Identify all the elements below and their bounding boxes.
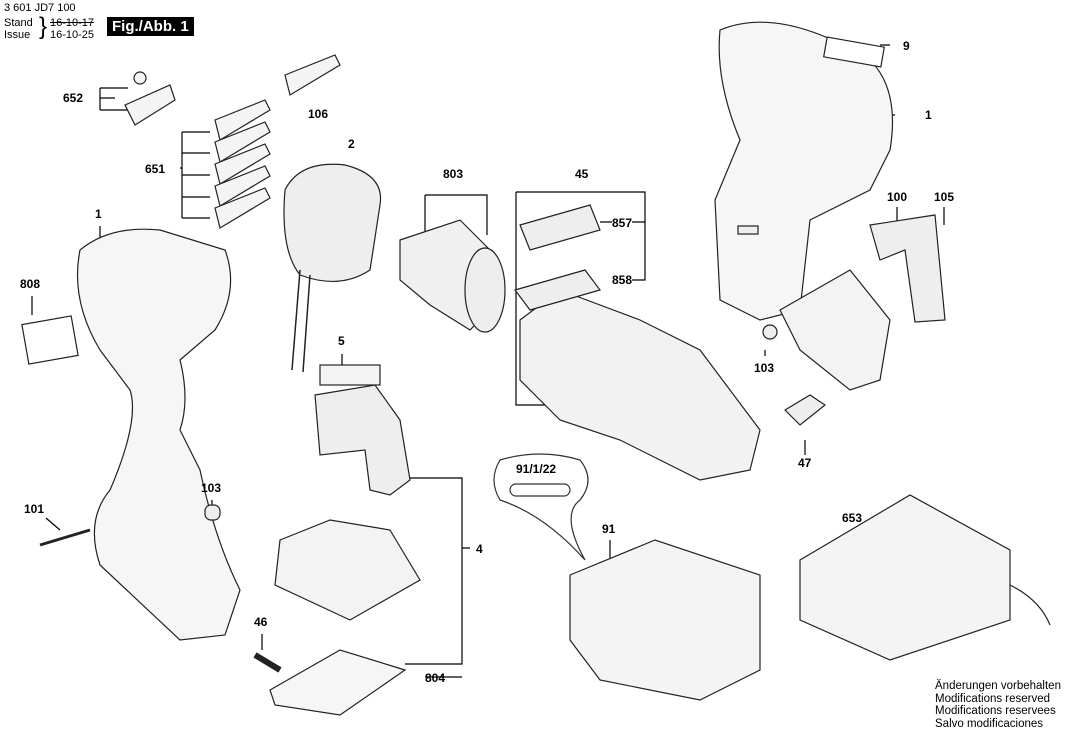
brace: }	[39, 13, 48, 40]
switch-assembly	[314, 384, 411, 496]
part-label-1-left: 1	[95, 207, 102, 221]
part-label-808: 808	[20, 277, 41, 291]
part-label-9: 9	[903, 39, 910, 53]
part-label-5: 5	[338, 334, 345, 348]
issue-label: Issue	[4, 29, 31, 41]
part-label-106: 106	[308, 107, 329, 121]
gearbox-chuck	[519, 289, 761, 481]
footer-line-es: Salvo modificaciones	[935, 717, 1044, 730]
leader-lines	[31, 44, 945, 678]
switch-slider	[319, 364, 381, 386]
part-label-105: 105	[934, 190, 955, 204]
part-label-653: 653	[842, 511, 863, 525]
battery-pack	[569, 539, 761, 701]
part-label-47: 47	[798, 456, 812, 470]
part-label-103-right: 103	[754, 361, 775, 375]
part-label-4: 4	[476, 542, 483, 556]
switch-base-plate	[269, 649, 407, 716]
doc-number: 3 601 JD7 100	[4, 2, 76, 14]
callout-bubble	[493, 453, 589, 561]
part-label-101: 101	[24, 502, 45, 516]
brush-caps	[124, 54, 341, 229]
charger	[799, 494, 1011, 661]
hook-clip	[869, 214, 946, 323]
footer-notice: Änderungen vorbehalten Modifications res…	[935, 680, 1061, 730]
part-label-652: 652	[63, 91, 84, 105]
part-label-858: 858	[612, 273, 633, 287]
footer-line-fr: Modifications reservees	[935, 705, 1056, 717]
left-housing-half	[76, 228, 241, 641]
part-label-2: 2	[348, 137, 355, 151]
part-label-651: 651	[145, 162, 166, 176]
stator	[283, 163, 382, 283]
part-label-803: 803	[443, 167, 464, 181]
footer-line-de: Änderungen vorbehalten	[935, 680, 1061, 692]
issue-date: 16-10-25	[50, 29, 95, 41]
part-label-91-1-22: 91/1/22	[516, 462, 557, 476]
stand-label: Stand	[4, 17, 33, 29]
part-label-857: 857	[612, 216, 633, 230]
part-label-103-left: 103	[201, 481, 222, 495]
part-label-1-right: 1	[925, 108, 932, 122]
part-label-46: 46	[254, 615, 268, 629]
part-label-804: 804	[425, 671, 446, 685]
part-label-45: 45	[575, 167, 589, 181]
part-label-100: 100	[887, 190, 908, 204]
figure-label: Fig./Abb. 1	[107, 17, 194, 36]
footer-line-en: Modifications reserved	[935, 692, 1051, 705]
part-label-91: 91	[602, 522, 616, 536]
stand-date: 16-10-17	[50, 17, 95, 29]
right-housing-half	[714, 21, 894, 321]
